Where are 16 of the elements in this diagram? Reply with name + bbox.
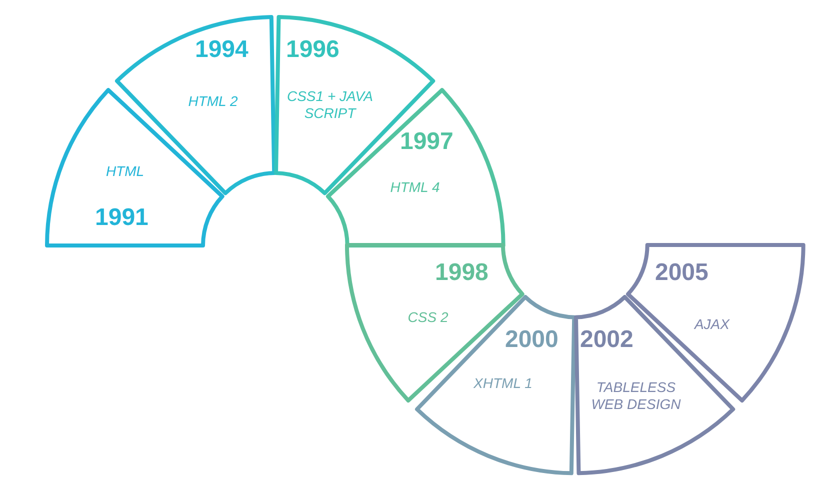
year-label: 1991 [95,206,148,230]
technology-label: CSS1 + JAVA SCRIPT [286,88,374,123]
technology-label: AJAX [693,316,731,334]
technology-label: HTML [104,162,146,180]
technology-label: HTML 2 [187,92,239,110]
year-label: 2005 [654,261,708,285]
year-label: 1998 [435,261,488,285]
year-label: 2002 [580,328,634,352]
technology-label: HTML 4 [389,178,441,196]
year-label: 1994 [194,38,248,62]
technology-label: TABLELESS WEB DESIGN [590,378,682,414]
technology-label: XHTML 1 [472,374,534,392]
year-label: 1997 [400,130,454,154]
technology-label: CSS 2 [406,309,450,326]
year-label: 1996 [286,38,340,62]
year-label: 2000 [504,328,558,352]
